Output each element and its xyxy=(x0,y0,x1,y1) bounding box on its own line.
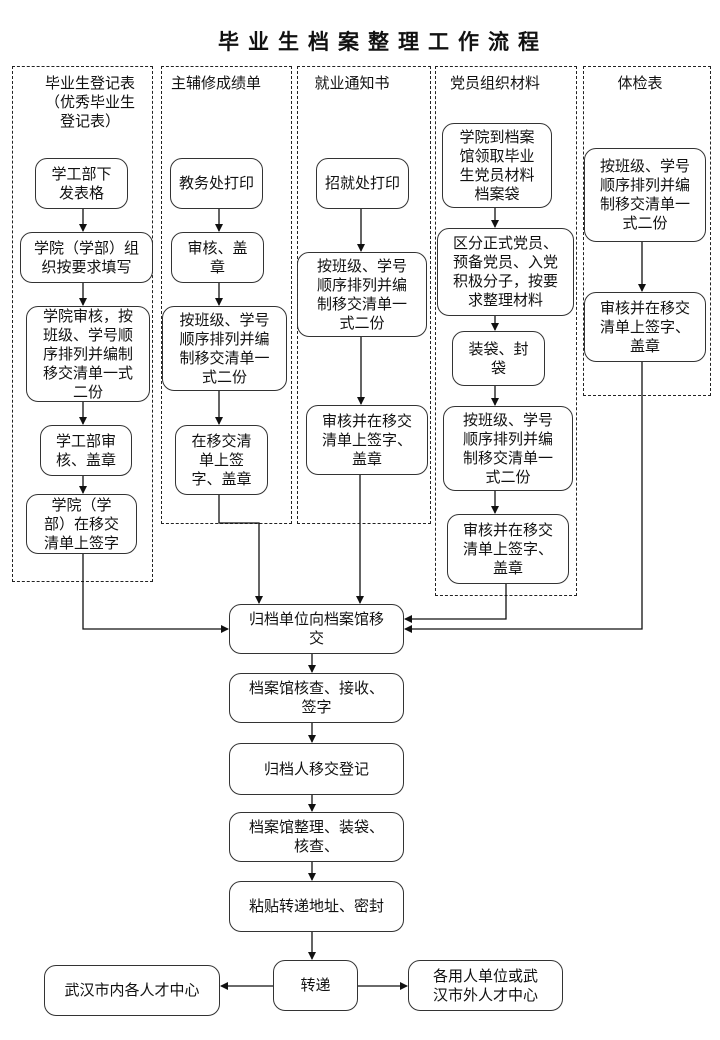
step-node: 学工部审 核、盖章 xyxy=(40,425,132,476)
step-node: 按班级、学号 顺序排列并编 制移交清单一 式二份 xyxy=(584,148,706,242)
step-node: 审核并在移交 清单上签字、 盖章 xyxy=(447,514,569,584)
step-node: 在移交清 单上签 字、盖章 xyxy=(175,425,268,495)
lane-label-employment-notice: 就业通知书 xyxy=(314,74,390,92)
destination-right: 各用人单位或武 汉市外人才中心 xyxy=(408,960,563,1011)
step-node: 教务处打印 xyxy=(170,158,263,209)
main-step-seal: 粘贴转递地址、密封 xyxy=(229,881,404,932)
main-step-archive-organize: 档案馆整理、装袋、 核查、 xyxy=(229,812,404,862)
main-step-transfer-to-archive: 归档单位向档案馆移 交 xyxy=(229,604,404,654)
step-node: 按班级、学号 顺序排列并编 制移交清单一 式二份 xyxy=(443,406,573,491)
step-node: 审核并在移交 清单上签字、 盖章 xyxy=(584,292,706,362)
step-node: 学院（学部）组 织按要求填写 xyxy=(20,232,153,283)
main-step-archive-check-receive: 档案馆核查、接收、 签字 xyxy=(229,673,404,723)
step-node: 招就处打印 xyxy=(316,158,409,209)
lane-label-party-materials: 党员组织材料 xyxy=(449,74,540,92)
step-node: 学院（学 部）在移交 清单上签字 xyxy=(26,494,137,554)
step-node: 学院到档案 馆领取毕业 生党员材料 档案袋 xyxy=(442,123,552,208)
main-step-transfer-register: 归档人移交登记 xyxy=(229,743,404,795)
diagram-title: 毕业生档案整理工作流程 xyxy=(218,29,548,54)
step-node: 按班级、学号 顺序排列并编 制移交清单一 式二份 xyxy=(297,252,427,337)
step-node: 装袋、封 袋 xyxy=(452,331,545,386)
step-node: 审核并在移交 清单上签字、 盖章 xyxy=(306,405,428,475)
lane-label-transcripts: 主辅修成绩单 xyxy=(170,74,261,92)
step-node: 区分正式党员、 预备党员、入党 积极分子，按要 求整理材料 xyxy=(437,228,574,316)
step-node: 学院审核，按 班级、学号顺 序排列并编制 移交清单一式 二份 xyxy=(26,306,150,402)
lane-physical-exam xyxy=(583,66,711,396)
step-node: 学工部下 发表格 xyxy=(35,158,128,209)
lane-label-physical-exam: 体检表 xyxy=(617,74,663,92)
step-node: 审核、盖 章 xyxy=(171,232,264,283)
main-step-deliver: 转递 xyxy=(273,960,358,1011)
step-node: 按班级、学号 顺序排列并编 制移交清单一 式二份 xyxy=(162,306,287,391)
destination-left: 武汉市内各人才中心 xyxy=(44,965,220,1016)
lane-label-graduate-registration: 毕业生登记表 （优秀毕业生 登记表） xyxy=(44,74,135,130)
